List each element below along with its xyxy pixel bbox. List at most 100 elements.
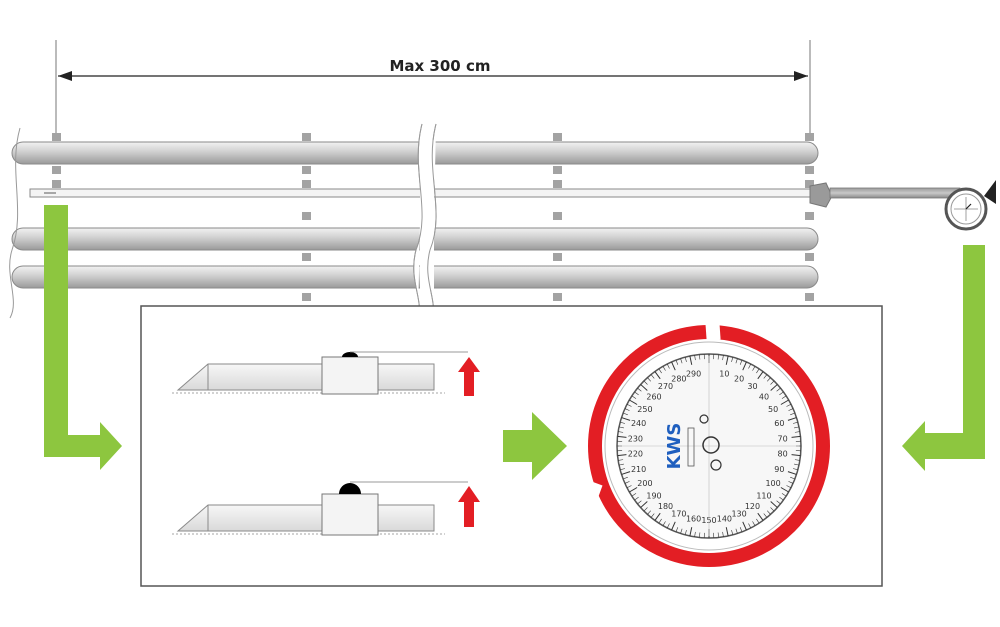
dimension-line: Max 300 cm <box>55 40 811 140</box>
dial-tick <box>623 476 628 480</box>
dial-tick <box>647 510 652 515</box>
dial-tick <box>794 431 800 433</box>
dial-tick <box>792 468 798 471</box>
dial-tick <box>689 355 693 365</box>
dial-tick <box>620 468 626 471</box>
dial-number: 160 <box>686 514 701 523</box>
dial-tick <box>658 518 662 524</box>
dial-tick <box>658 368 662 374</box>
dial-tick <box>671 521 676 531</box>
dial-tick <box>725 527 729 537</box>
dial-tick <box>788 408 794 411</box>
dial-tick <box>770 380 775 385</box>
pipe-2 <box>11 227 819 251</box>
dial-tick <box>640 501 648 508</box>
dial-tick <box>780 399 789 405</box>
dial-tick <box>763 374 768 379</box>
pipe-break-marks <box>9 123 437 319</box>
dial-tick <box>618 431 624 433</box>
dial-number: 90 <box>774 465 784 474</box>
dial-tick <box>621 471 631 475</box>
dial-tick <box>779 391 784 396</box>
dial-tick <box>621 417 631 421</box>
dial-tick <box>787 471 797 475</box>
dial-tick <box>626 485 632 489</box>
dial-tick <box>766 510 771 515</box>
dial-tick <box>780 487 789 493</box>
dial-tick <box>684 357 687 363</box>
dial-number: 210 <box>631 465 646 474</box>
dial-tick <box>790 412 795 416</box>
dial-center-hole <box>702 436 720 454</box>
dial-tick <box>623 412 628 416</box>
dial-number: 290 <box>686 370 701 379</box>
dimension-label: Max 300 cm <box>389 57 490 75</box>
dial-tick <box>770 384 778 391</box>
dial-tick <box>742 361 747 371</box>
dial-gauge-icon <box>944 180 996 231</box>
measurement-arrow-icon <box>794 71 808 81</box>
measurement-arrow-icon <box>58 71 72 81</box>
dial-tick <box>731 529 734 535</box>
dial-tick <box>748 523 752 529</box>
dial-number: 130 <box>731 510 746 519</box>
dial-tick <box>763 513 768 518</box>
dial-tick <box>776 387 781 392</box>
dial-tick <box>735 528 738 534</box>
dial-tick <box>675 527 679 532</box>
dial-number: 220 <box>628 450 643 459</box>
dial-tick <box>739 360 743 365</box>
dial-tick <box>680 528 683 534</box>
dial-number: 110 <box>756 492 771 501</box>
dial-tick <box>770 507 775 512</box>
dial-tick <box>689 527 693 537</box>
dial-number: 10 <box>719 370 729 379</box>
dial-tick <box>794 459 800 461</box>
dial-tick <box>779 496 784 501</box>
dial-tick <box>694 531 696 537</box>
dial-number: 270 <box>658 382 673 391</box>
dial-number: 40 <box>759 392 769 401</box>
dial-tick <box>722 531 724 537</box>
dial-tick <box>640 384 648 391</box>
dial-ticks <box>617 354 801 538</box>
dial-tick <box>631 493 637 497</box>
dial-tick <box>699 354 701 360</box>
dial-number: 180 <box>658 502 673 511</box>
dial-number: 170 <box>671 510 686 519</box>
dial-tick <box>752 366 756 371</box>
dial-tick <box>748 363 752 369</box>
dial-tick <box>781 395 787 399</box>
gauge-logo: KWS <box>664 423 685 470</box>
dial-numbers: 1020304050607080901001101201301401501601… <box>628 370 788 525</box>
dial-tick <box>757 371 764 380</box>
dial-tick <box>791 435 801 438</box>
dial-tick <box>618 426 624 429</box>
dial-tick <box>752 521 756 526</box>
dial-tick <box>631 395 637 399</box>
dial-tick <box>756 518 760 524</box>
dial-tick <box>617 435 627 438</box>
dial-small-hole <box>699 414 709 424</box>
dial-tick <box>643 380 648 385</box>
dial-number: 100 <box>765 479 780 488</box>
dial-tick <box>624 481 630 484</box>
dial-tick <box>637 387 642 392</box>
gauge-label-plate <box>687 427 695 467</box>
dial-tick <box>637 500 642 505</box>
dial-number: 140 <box>717 514 732 523</box>
dial-number: 70 <box>778 434 788 443</box>
dial-number: 50 <box>768 405 778 414</box>
dial-tick <box>739 527 743 532</box>
dial-tick <box>617 454 627 457</box>
measurement-state-lower <box>172 481 480 536</box>
dial-number: 190 <box>646 492 661 501</box>
pipe-1 <box>11 141 819 165</box>
dial-tick <box>634 496 639 501</box>
dial-tick <box>694 355 696 361</box>
dial-tick <box>756 368 760 374</box>
dial-tick <box>776 500 781 505</box>
dial-number: 280 <box>671 374 686 383</box>
dial-tick <box>699 532 701 538</box>
